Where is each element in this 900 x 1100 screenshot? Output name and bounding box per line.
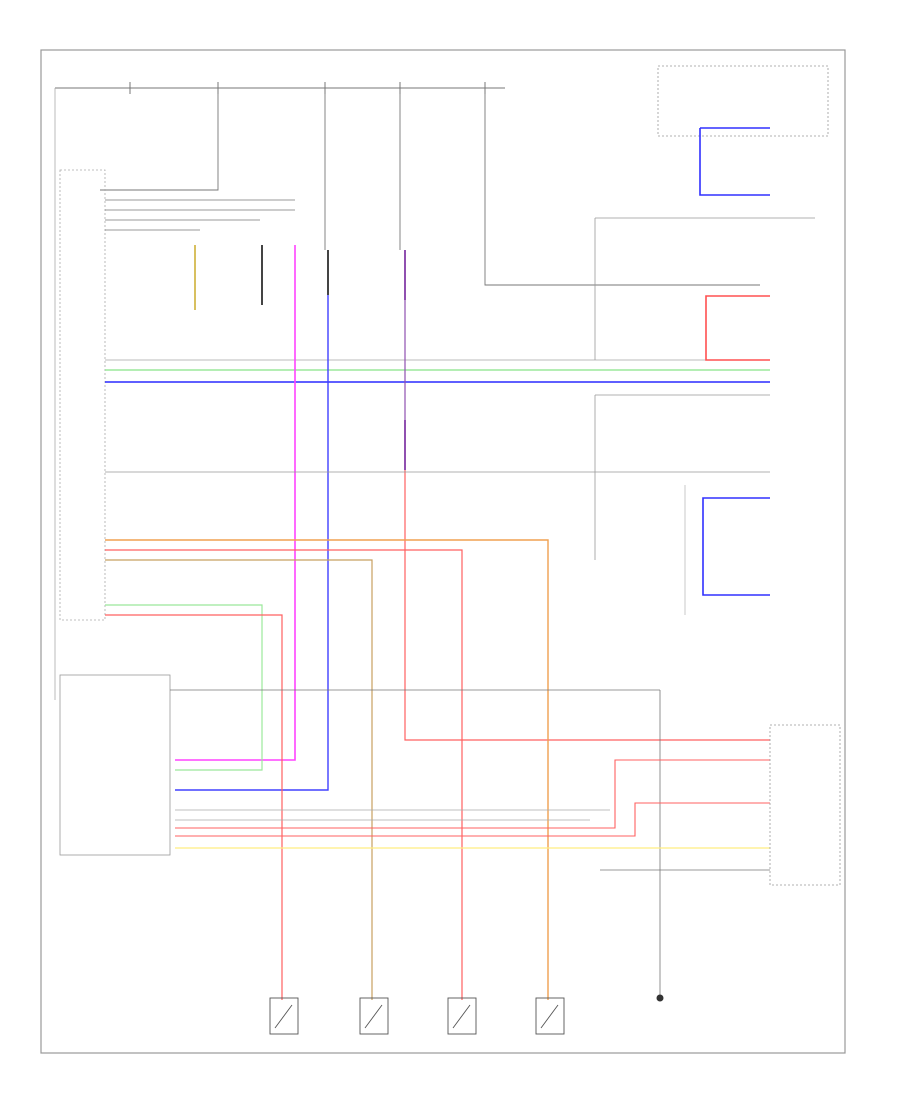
door-switch-block <box>769 724 841 886</box>
body-ecu-connector <box>59 169 295 621</box>
fuse-group <box>129 82 486 94</box>
diagram-border <box>40 49 846 1054</box>
blue-vertical-wire <box>175 295 329 791</box>
red-to-switch-b <box>175 802 770 837</box>
red-loop-right <box>705 295 770 361</box>
blue-loop-side <box>699 128 770 196</box>
red-wire-a <box>105 549 463 1000</box>
lower-control-module <box>59 674 171 856</box>
right-top-switch <box>657 65 829 196</box>
blue-loop-mid <box>702 497 770 596</box>
ground-stubs <box>194 245 406 470</box>
red-short-wire <box>105 614 283 1000</box>
red-to-switch-a <box>175 759 770 829</box>
ground-symbol <box>656 994 664 1002</box>
orange-wire <box>105 539 549 1000</box>
fuse-feed-lines <box>100 94 760 286</box>
green-short-wire <box>105 604 263 771</box>
tan-wire <box>105 559 373 1000</box>
red-run-wire <box>404 470 770 741</box>
pink-wire <box>175 245 296 761</box>
bottom-switches <box>269 997 565 1035</box>
